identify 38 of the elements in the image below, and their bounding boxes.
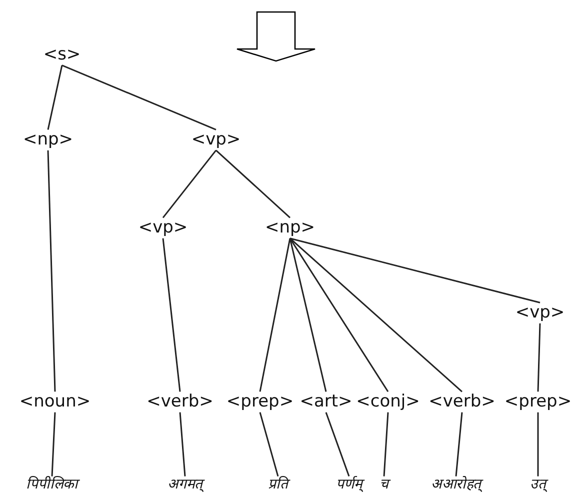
word-label: प्रति [268, 477, 288, 493]
category-label: <np> [22, 130, 74, 150]
tree-branch [51, 412, 56, 476]
category-label: <s> [43, 46, 81, 64]
tree-branch [537, 323, 541, 392]
category-label: <vp> [138, 218, 188, 238]
tree-branch [47, 150, 56, 392]
tree-branch [162, 150, 217, 218]
category-label: <art> [300, 392, 352, 412]
tree-branch [62, 64, 216, 130]
word-label: च [380, 477, 388, 493]
category-label: <vp> [515, 304, 565, 322]
word-label: उत् [530, 477, 546, 493]
tree-branch [289, 238, 327, 392]
tree-branch [179, 412, 186, 476]
tree-branch [383, 412, 389, 476]
tree-branch [455, 412, 463, 476]
tree-branch [290, 238, 462, 392]
category-label: <noun> [19, 392, 91, 412]
category-label: <verb> [146, 392, 214, 412]
tree-branch [289, 238, 389, 392]
tree-branch [259, 412, 279, 476]
category-label: <conj> [356, 392, 420, 412]
category-label: <vp> [191, 130, 241, 150]
tree-branch [216, 150, 290, 218]
category-label: <prep> [504, 392, 572, 412]
tree-branch [290, 238, 540, 304]
tree-branch [162, 238, 181, 392]
tree-branch [259, 238, 291, 392]
category-label: <np> [264, 218, 316, 238]
word-label: पिपीलिका [26, 477, 78, 493]
category-label: <verb> [428, 392, 496, 412]
category-label: <prep> [226, 392, 294, 412]
tree-branch [47, 65, 63, 130]
word-label: अआरोहत् [431, 477, 481, 493]
tree-branch [537, 412, 539, 476]
tree-branch [325, 412, 350, 477]
word-label: अगमत् [168, 477, 202, 493]
